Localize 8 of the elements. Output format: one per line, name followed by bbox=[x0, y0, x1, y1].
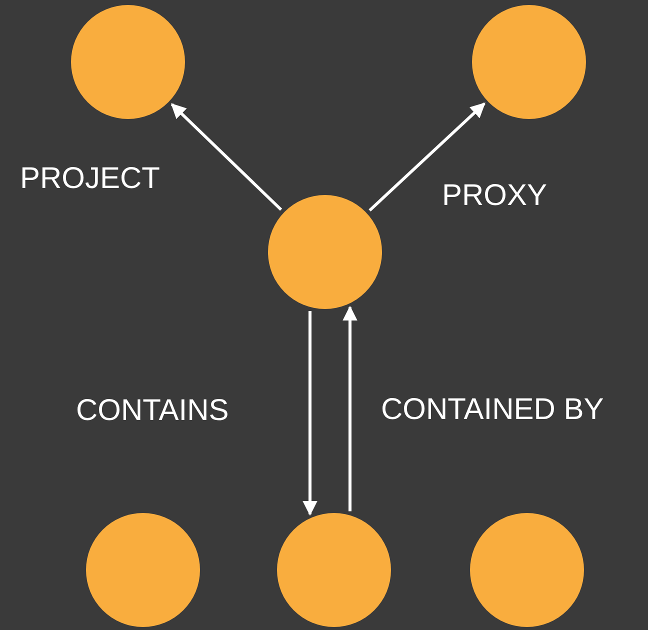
edge-label: PROJECT bbox=[20, 164, 160, 194]
arrow bbox=[170, 103, 282, 211]
arrow bbox=[342, 306, 358, 512]
edge-label: CONTAINS bbox=[76, 396, 229, 426]
arrow bbox=[368, 102, 486, 212]
arrow bbox=[302, 311, 318, 516]
edge-label: PROXY bbox=[442, 181, 548, 211]
edge-label: CONTAINED BY bbox=[381, 395, 604, 425]
